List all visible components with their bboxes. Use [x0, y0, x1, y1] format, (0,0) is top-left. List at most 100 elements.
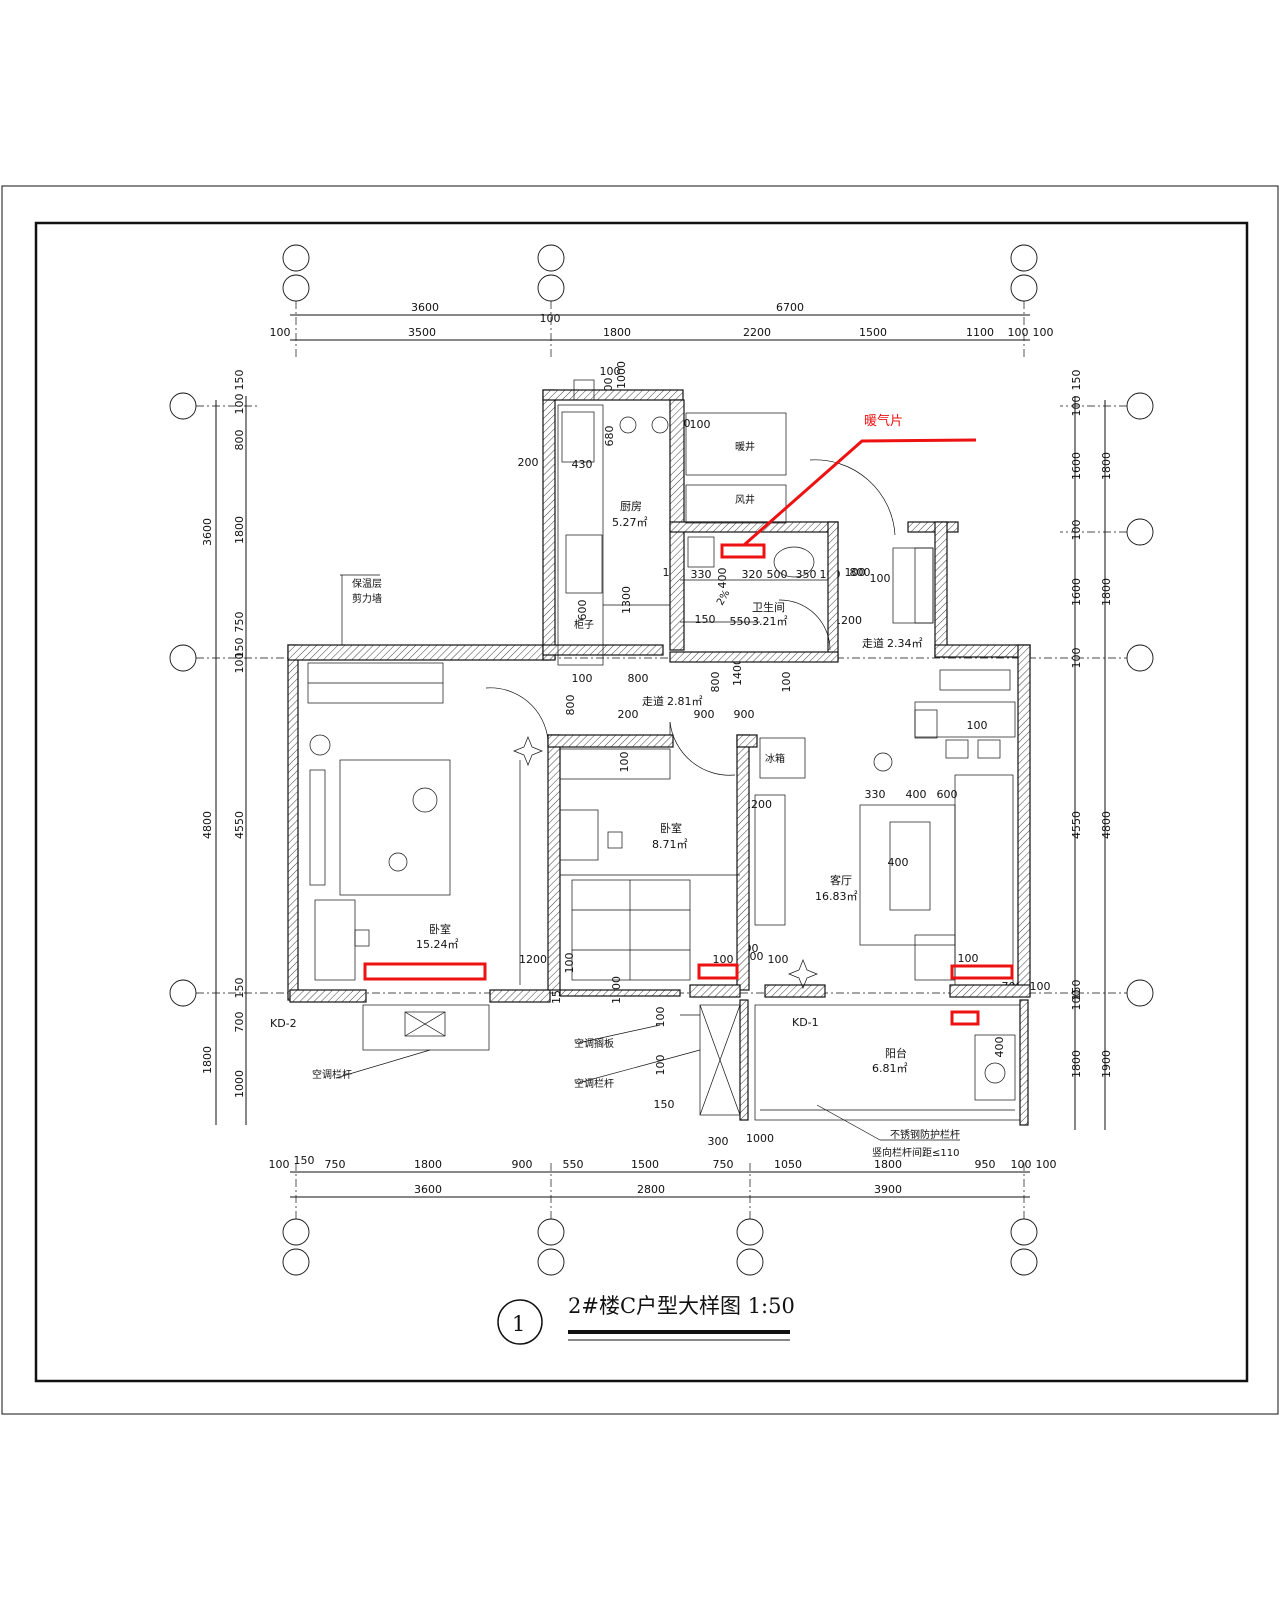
- dim-top-detail-6: 1100: [966, 326, 994, 339]
- label-rail2: 竖向栏杆间距≤110: [872, 1146, 959, 1159]
- dim-left-inner-1: 100: [233, 394, 246, 415]
- dim-interior-54: 100: [1030, 980, 1051, 993]
- dim-interior-12: 400: [716, 568, 729, 589]
- dim-interior-15: 350: [796, 568, 817, 581]
- dim-top-detail-8: 100: [1033, 326, 1054, 339]
- dim-bottom-detail-9: 1800: [874, 1158, 902, 1171]
- dim-interior-25: 800: [709, 672, 722, 693]
- dim-bottom-total-1: 2800: [637, 1183, 665, 1196]
- dim-interior-43: 100: [768, 953, 789, 966]
- dim-interior-45: 100: [958, 952, 979, 965]
- dim-top-detail-2: 100: [540, 312, 561, 325]
- dim-top-detail-5: 1500: [859, 326, 887, 339]
- kitchen-area: 5.27㎡: [612, 516, 648, 529]
- axis-bubbles: [169, 244, 1154, 1276]
- dim-left-outer-1: 4800: [201, 811, 214, 839]
- dim-interior-48: 100: [654, 1055, 667, 1076]
- corridor-area: 2.81㎡: [667, 695, 703, 708]
- dim-interior-2: 100: [690, 418, 711, 431]
- label-kongtiaolan-left: 空调栏杆: [312, 1068, 352, 1081]
- dim-interior-9: 100: [600, 365, 621, 378]
- dim-interior-30: 900: [734, 708, 755, 721]
- dim-interior-23: 100: [572, 672, 593, 685]
- dim-left-inner-2: 800: [233, 430, 246, 451]
- dim-interior-35: 330: [865, 788, 886, 801]
- dim-top-detail-4: 2200: [743, 326, 771, 339]
- title-text: 2#楼C户型大样图 1:50: [568, 1294, 795, 1318]
- bedroom-big-name: 卧室: [429, 922, 451, 936]
- dim-right-inner-0: 150: [1070, 370, 1083, 391]
- label-rail1: 不锈钢防护栏杆: [890, 1128, 960, 1141]
- dim-right-inner-1: 100: [1070, 396, 1083, 417]
- dim-interior-3: 200: [518, 456, 539, 469]
- dim-interior-20: 100: [870, 572, 891, 585]
- dimension-lines: [215, 314, 1106, 1198]
- dim-interior-8: 1000: [615, 361, 628, 389]
- dim-interior-34: 1200: [744, 798, 772, 811]
- bath-area: 3.21㎡: [752, 615, 788, 628]
- hall-area: 2.34㎡: [887, 637, 923, 650]
- dim-interior-52: 400: [993, 1037, 1006, 1058]
- dim-top-total-0: 3600: [411, 301, 439, 314]
- radiator-marker-bath: [720, 543, 766, 559]
- dim-bottom-detail-2: 750: [325, 1158, 346, 1171]
- radiator-marker-bedroom: [363, 962, 487, 981]
- dim-bottom-detail-1: 150: [294, 1154, 315, 1167]
- dim-interior-41: 100: [713, 953, 734, 966]
- dim-left-inner-6: 100: [233, 653, 246, 674]
- dim-bottom-total-0: 3600: [414, 1183, 442, 1196]
- dim-interior-38: 400: [888, 856, 909, 869]
- dim-left-inner-7: 4550: [233, 811, 246, 839]
- bedroom-small-name: 卧室: [660, 821, 682, 835]
- dim-bottom-detail-7: 750: [713, 1158, 734, 1171]
- dim-interior-36: 400: [906, 788, 927, 801]
- room-labels: 厨房 5.27㎡ 卫生间 3.21㎡ 走道 2.34㎡ 走道 2.81㎡ 卧室 …: [270, 440, 960, 1159]
- radiator-marker-living: [950, 964, 1014, 980]
- dim-bottom-total-2: 3900: [874, 1183, 902, 1196]
- dim-bottom-detail-8: 1050: [774, 1158, 802, 1171]
- dim-left-inner-4: 750: [233, 612, 246, 633]
- balcony-area: 6.81㎡: [872, 1062, 908, 1075]
- dim-right-inner-6: 4550: [1070, 811, 1083, 839]
- label-guizi: 柜子: [574, 618, 594, 631]
- inner-frame: [34, 221, 1249, 1383]
- living-name: 客厅: [830, 873, 852, 887]
- label-bingxiang: 冰箱: [765, 752, 785, 765]
- dim-right-inner-4: 1600: [1070, 578, 1083, 606]
- dim-interior-26: 1400: [731, 658, 744, 686]
- label-jianliqiang: 剪力墙: [352, 592, 382, 605]
- dim-bottom-detail-5: 550: [563, 1158, 584, 1171]
- dim-right-inner-8: 100: [1070, 990, 1083, 1011]
- bedroom-big-area: 15.24㎡: [416, 938, 459, 951]
- label-nuanjing: 暖井: [735, 440, 755, 453]
- dim-right-outer-2: 4800: [1100, 811, 1113, 839]
- dim-interior-21: 1200: [834, 614, 862, 627]
- dim-interior-32: 100: [618, 752, 631, 773]
- dim-right-inner-7: 150: [1070, 980, 1083, 1001]
- dim-left-inner-3: 1800: [233, 516, 246, 544]
- living-area: 16.83㎡: [815, 890, 858, 903]
- dim-interior-33: 100: [967, 719, 988, 732]
- dim-left-outer-0: 3600: [201, 518, 214, 546]
- outer-frame: [1, 185, 1279, 1415]
- dim-left-outer-2: 1800: [201, 1046, 214, 1074]
- dim-bottom-detail-0: 100: [269, 1158, 290, 1171]
- dim-right-outer-3: 1900: [1100, 1050, 1113, 1078]
- dim-left-inner-9: 700: [233, 1012, 246, 1033]
- dim-interior-14: 500: [767, 568, 788, 581]
- dim-left-inner-5: 150: [233, 638, 246, 659]
- dim-interior-19: 550: [730, 615, 751, 628]
- bedroom-small-area: 8.71㎡: [652, 838, 688, 851]
- dim-left-inner-10: 1000: [233, 1070, 246, 1098]
- label-baowen: 保温层: [352, 577, 382, 590]
- dim-interior-29: 900: [694, 708, 715, 721]
- walls: [287, 389, 1031, 1126]
- dim-bottom-detail-10: 950: [975, 1158, 996, 1171]
- kitchen-name: 厨房: [620, 500, 642, 513]
- dim-interior-31: 200: [618, 708, 639, 721]
- dim-interior-24: 800: [628, 672, 649, 685]
- dim-interior-0: 680: [603, 426, 616, 447]
- radiator-marker-small-bedroom: [697, 963, 739, 980]
- dim-bottom-detail-6: 1500: [631, 1158, 659, 1171]
